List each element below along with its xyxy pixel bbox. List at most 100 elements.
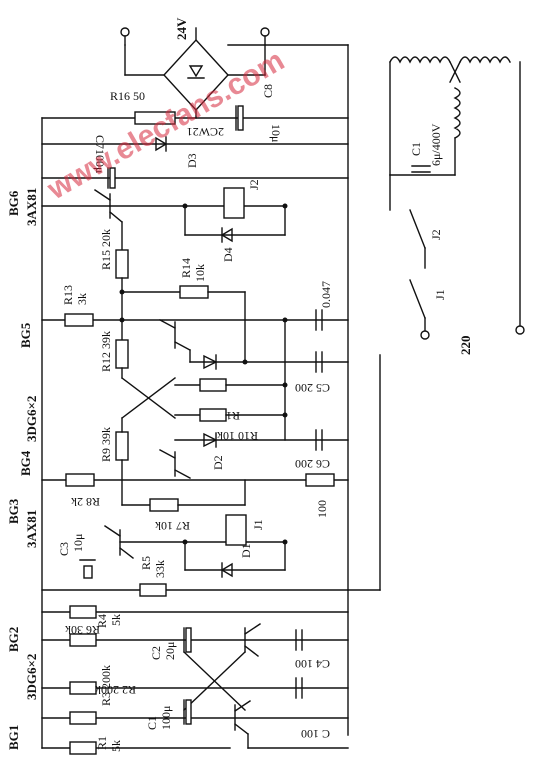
c-low-label: C 100 (301, 727, 330, 741)
r-100-resistor (305, 473, 335, 487)
bg4-label: BG4 (18, 450, 33, 476)
motor-c1-label: C1 (409, 142, 423, 156)
r7-label: R7 10k (155, 519, 190, 533)
mains-terminal-1 (420, 330, 430, 340)
j1-relay-coil (225, 514, 247, 546)
motor-j2-label: J2 (429, 229, 443, 240)
motor-winding-center (453, 87, 461, 139)
r7-resistor (149, 498, 179, 512)
r5-value: 33k (153, 560, 167, 578)
r14-label: R14 (179, 258, 193, 278)
d1-label: D1 (239, 543, 253, 558)
c3-label: C3 (57, 542, 71, 556)
c2-capacitor (185, 627, 192, 653)
d2-diode (203, 432, 218, 448)
r2-resistor (69, 681, 97, 695)
d-bg5-diode (203, 354, 218, 370)
c2-label: C2 (149, 646, 163, 660)
d2-label: D2 (211, 455, 225, 470)
bg3-label: BG3 (6, 498, 21, 524)
r1-label: R1 (95, 736, 109, 750)
bg1-label: BG1 (6, 725, 21, 750)
c7-capacitor (109, 167, 116, 189)
j2-relay-coil (223, 187, 245, 219)
r11-resistor (199, 378, 227, 392)
r13-resistor (64, 313, 94, 327)
c3-capacitor (83, 565, 93, 579)
r16-label: R16 50 (110, 89, 145, 103)
j2-switch (409, 209, 426, 249)
r15-label: R15 20k (99, 229, 113, 270)
c8-label: C8 (261, 84, 275, 98)
r1-value: 5k (109, 740, 123, 752)
bg5-bias: R15 20k R14 10k R13 3k 0.047 (61, 229, 333, 363)
bg6-label: BG6 (6, 190, 21, 216)
r12-resistor (115, 339, 129, 369)
c1-label: C1 (145, 716, 159, 730)
c7-label: C7100μ (93, 135, 107, 173)
j2-label: J2 (247, 179, 261, 190)
bridge-rectifier: 24V (120, 17, 349, 119)
bg12-type: 3DG6×2 (24, 654, 39, 700)
motor-winding-right (459, 56, 511, 64)
r12-label: R12 39k (99, 331, 113, 372)
d1-diode (220, 562, 233, 578)
power-filter: R16 50 C8 10μ 2CW21 D3 C7100μ (93, 84, 283, 189)
d3-zener (155, 136, 168, 152)
r13-value: 3k (75, 293, 89, 305)
r5-resistor (139, 583, 167, 597)
bg45-type: 3DG6×2 (24, 396, 39, 442)
r1-resistor (69, 741, 97, 755)
r14-value: 10k (193, 264, 207, 282)
motor-c1-value: 6μ/400V (429, 123, 443, 166)
d4-diode (220, 227, 233, 243)
bg12-multivibrator: R6 30k R4 5k C2 20μ C4 100 R2 200k R3 20… (6, 605, 349, 755)
motor-winding-left (389, 56, 451, 64)
c2-value: 20μ (163, 642, 177, 660)
c3-value: 10μ (71, 534, 85, 552)
r4-resistor (69, 633, 97, 647)
j1-switch (409, 279, 426, 319)
bg6-type: 3AX81 (24, 188, 39, 226)
r8-label: R8 2k (71, 495, 100, 509)
c6-label: C6 200 (295, 457, 330, 471)
r10-resistor (199, 408, 227, 422)
c-0047-label: 0.047 (319, 281, 333, 308)
d3-label: D3 (185, 153, 199, 168)
r14-resistor (179, 285, 209, 299)
c8-capacitor (237, 105, 244, 131)
bg4-bias: R8 2k 100 R7 10k (65, 473, 335, 533)
r2-label: R2 200k (95, 683, 136, 697)
motor-section: C1 6μ/400V J2 J1 220 (389, 56, 525, 356)
c1-value: 100μ (159, 706, 173, 730)
r3-label: R3 200k (99, 665, 113, 706)
r4-value: 5k (109, 614, 123, 626)
r10-label: R10 10k (217, 429, 258, 443)
j1-label: J1 (251, 519, 265, 530)
r15-resistor (115, 249, 129, 279)
r9-label: R9 39k (99, 427, 113, 462)
r3-resistor (69, 711, 97, 725)
d4-label: D4 (221, 247, 235, 262)
r9-resistor (115, 431, 129, 461)
bg45-flipflop: C5 200 R12 39k R11 10k R10 10k D2 C6 200… (18, 317, 349, 506)
bg3-stage: J1 D1 C3 10μ R5 33k BG3 3AX81 (6, 498, 288, 597)
r-100-label: 100 (315, 500, 329, 518)
bg2-label: BG2 (6, 627, 21, 652)
c4-label: C4 100 (295, 657, 330, 671)
bg5-label: BG5 (18, 322, 33, 348)
bg3-type: 3AX81 (24, 510, 39, 548)
r16-resistor (134, 111, 176, 125)
ac-terminal-2 (260, 27, 270, 37)
ac-terminal-1 (120, 27, 130, 37)
r13-label: R13 (61, 285, 75, 305)
r4-label: R4 (95, 614, 109, 628)
mains-terminal-2 (515, 325, 525, 335)
mains-voltage-label: 220 (458, 336, 473, 356)
c5-label: C5 200 (295, 381, 330, 395)
r8-resistor (65, 473, 95, 487)
c8-value: 10μ (269, 124, 283, 142)
bg6-stage: J2 D4 BG6 3AX81 (6, 179, 288, 262)
r5-label: R5 (139, 556, 153, 570)
